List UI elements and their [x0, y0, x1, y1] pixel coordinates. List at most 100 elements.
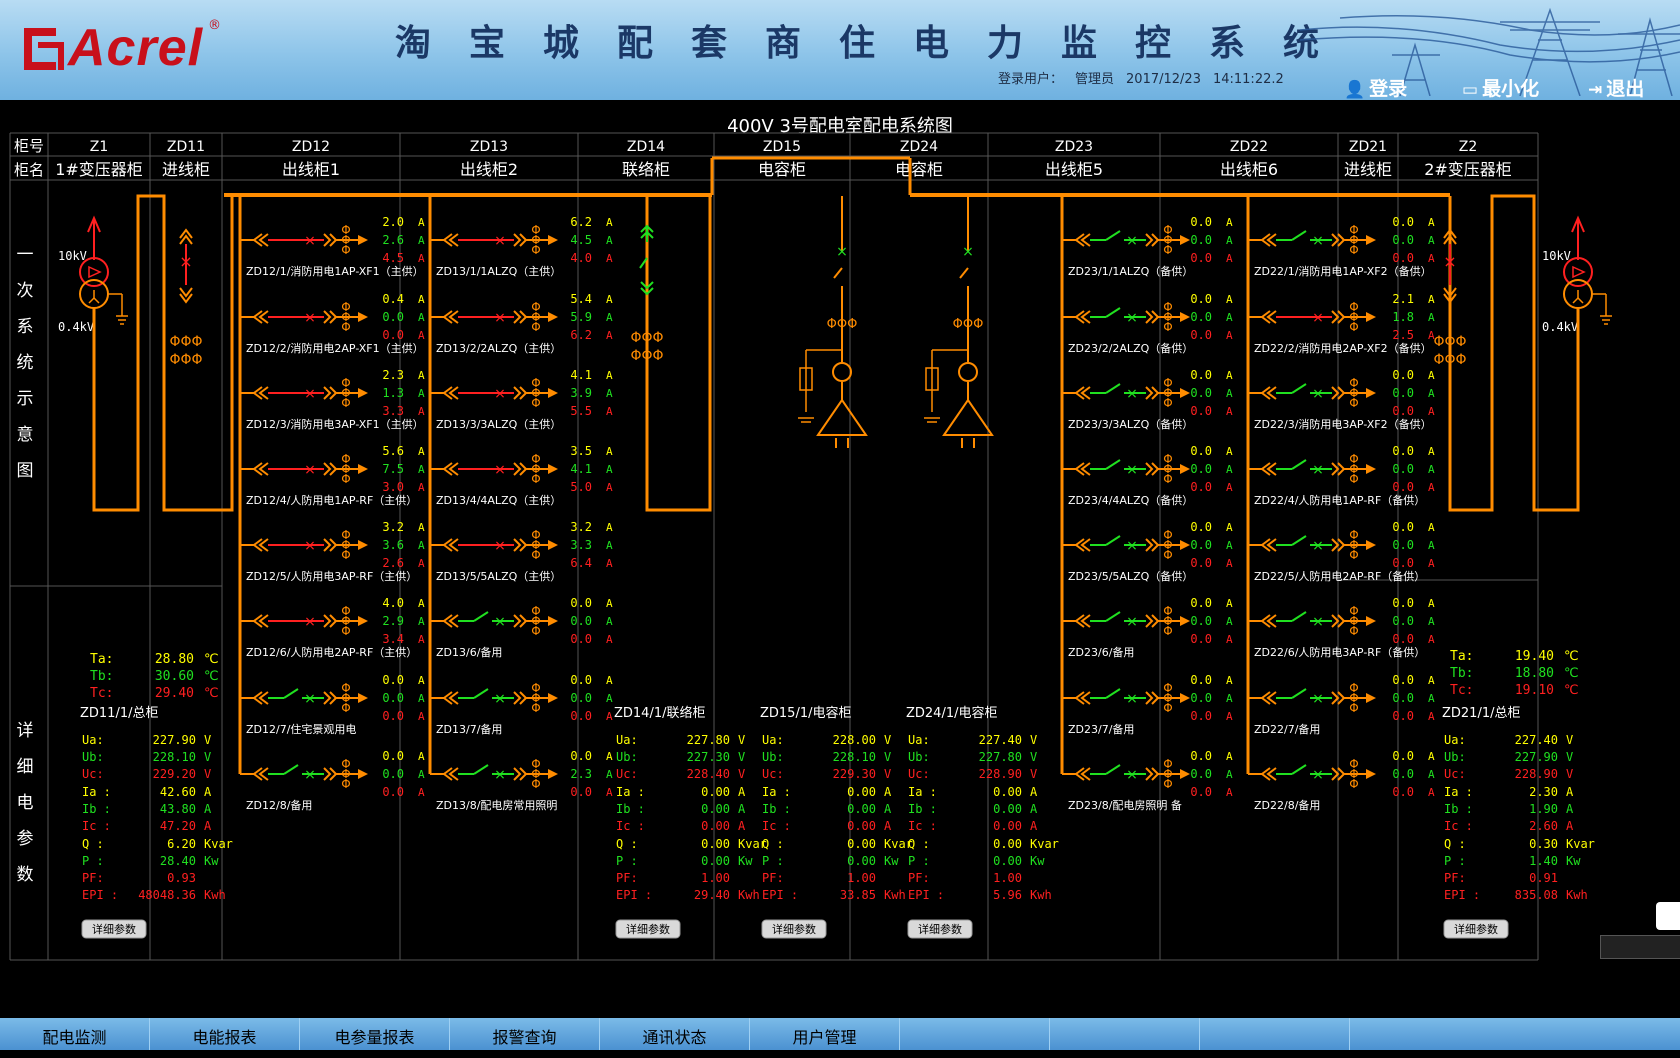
nav-tab-4[interactable]: 报警查询	[450, 1018, 600, 1050]
detail-params-button[interactable]: 详细参数	[615, 919, 681, 939]
ct-icon: Φ	[341, 472, 350, 486]
nav-tab-7[interactable]	[900, 1018, 1050, 1050]
feeder-label: ZD13/6/备用	[436, 645, 502, 659]
breaker-x-icon: ×	[1312, 538, 1324, 554]
param-label: PF:	[616, 871, 638, 885]
chat-widget-icon[interactable]	[1656, 902, 1680, 930]
nav-tab-8[interactable]	[1050, 1018, 1200, 1050]
login-button[interactable]: 👤登录	[1344, 74, 1407, 101]
ct-icon: ΦΦΦ	[1433, 334, 1466, 350]
ct-icon: Φ	[1349, 624, 1358, 638]
ct-icon: Φ	[1349, 310, 1358, 324]
withdrawable-icon	[1145, 386, 1160, 400]
feeder-current-unit: A	[1428, 234, 1435, 247]
detail-params-button[interactable]: 详细参数	[761, 919, 827, 939]
feeder-current-value: 2.6	[382, 233, 404, 247]
nav-tab-3[interactable]: 电参量报表	[300, 1018, 450, 1050]
feeder-current-unit: A	[418, 597, 425, 610]
feeder-arrow-icon	[1366, 235, 1376, 245]
nav-tab-2[interactable]: 电能报表	[150, 1018, 300, 1050]
feeder-current-unit: A	[606, 768, 613, 781]
feeder-current-unit: A	[1226, 387, 1233, 400]
detail-params-button[interactable]: 详细参数	[907, 919, 973, 939]
nav-tab-1[interactable]: 配电监测	[0, 1018, 150, 1050]
feeder-current-unit: A	[418, 786, 425, 799]
switch-open-icon	[473, 611, 489, 622]
feeder-current-unit: A	[606, 329, 613, 342]
ct-icon: Φ	[1349, 767, 1358, 781]
feeder-current-value: 7.5	[382, 462, 404, 476]
ct-icon: ΦΦΦ	[1433, 352, 1466, 368]
exit-button[interactable]: ⇥退出	[1588, 74, 1644, 101]
side-label-char: 图	[17, 461, 34, 481]
feeder-label: ZD22/4/人防用电1AP-RF（备供）	[1254, 493, 1425, 507]
nav-tab-5[interactable]: 通讯状态	[600, 1018, 750, 1050]
withdrawable-icon	[323, 538, 338, 552]
withdrawable-icon	[252, 386, 269, 400]
feeder-label: ZD13/8/配电房常用照明	[436, 799, 557, 812]
param-label: EPI :	[762, 888, 798, 902]
param-value: 0.00	[847, 802, 876, 816]
feeder-current-value: 0.0	[570, 614, 592, 628]
param-value: 1.90	[1529, 802, 1558, 816]
feeder-current-value: 0.0	[1190, 480, 1212, 494]
param-label: Uc:	[1444, 767, 1466, 781]
param-panel-title: ZD11/1/总柜	[80, 706, 159, 721]
ct-icon: Φ	[1163, 243, 1172, 257]
ct-icon: Φ	[1349, 243, 1358, 257]
ct-icon: Φ	[1163, 386, 1172, 400]
detail-params-button[interactable]: 详细参数	[1443, 919, 1509, 939]
incoming-wire-2	[1448, 194, 1580, 512]
nav-tab-9[interactable]	[1200, 1018, 1350, 1050]
feeder-current-value: 5.6	[382, 444, 404, 458]
temp-label-left: Tc:	[90, 686, 113, 701]
feeder-current-value: 3.6	[382, 538, 404, 552]
switch-open-icon	[1105, 383, 1121, 394]
breaker-x-icon: ×	[304, 538, 316, 554]
cabinet-no-Z2: Z2	[1459, 139, 1478, 155]
param-label: Q :	[616, 837, 638, 851]
breaker-x-icon: ×	[494, 462, 506, 478]
feeder-current-value: 0.0	[1392, 538, 1414, 552]
feeder-current-unit: A	[606, 234, 613, 247]
withdrawable-icon	[442, 767, 459, 781]
param-value: 228.10	[153, 750, 196, 764]
feeder-current-value: 0.0	[382, 767, 404, 781]
side-label-char: 细	[17, 757, 34, 777]
ct-icon: ΦΦΦ	[169, 352, 202, 368]
switch-open-icon	[1291, 459, 1307, 470]
feeder-label: ZD23/7/备用	[1068, 722, 1134, 736]
param-value: 1.40	[1529, 854, 1558, 868]
feeder-arrow-icon	[1180, 235, 1190, 245]
feeder-current-unit: A	[1226, 768, 1233, 781]
feeder-current-unit: A	[1428, 387, 1435, 400]
feeder-arrow-icon	[1180, 388, 1190, 398]
withdrawable-icon	[1260, 310, 1277, 324]
capacitor-bank-icon	[816, 398, 868, 436]
withdrawable-icon	[513, 386, 528, 400]
ct-icon: Φ	[1163, 614, 1172, 628]
help-toolbar[interactable]	[1600, 935, 1680, 959]
param-label: Q :	[908, 837, 930, 851]
feeder-current-value: 0.0	[1392, 596, 1414, 610]
detail-params-button-label: 详细参数	[1454, 922, 1498, 936]
param-label: Ua:	[616, 733, 638, 747]
detail-params-button[interactable]: 详细参数	[81, 919, 147, 939]
withdrawable-icon	[442, 614, 459, 628]
feeder-current-value: 0.0	[382, 785, 404, 799]
nav-tab-6[interactable]: 用户管理	[750, 1018, 900, 1050]
feeder-current-value: 4.5	[570, 233, 592, 247]
feeder-current-value: 0.0	[382, 709, 404, 723]
feeder-current-unit: A	[418, 216, 425, 229]
param-value: 227.30	[687, 750, 730, 764]
feeder-label: ZD12/4/人防用电1AP-RF（主供）	[246, 493, 417, 507]
param-value: 0.00	[701, 785, 730, 799]
param-value: 33.85	[840, 888, 876, 902]
minimize-button[interactable]: ▭最小化	[1462, 74, 1539, 101]
feeder-current-value: 0.0	[1392, 444, 1414, 458]
feeder-current-value: 0.0	[1392, 691, 1414, 705]
